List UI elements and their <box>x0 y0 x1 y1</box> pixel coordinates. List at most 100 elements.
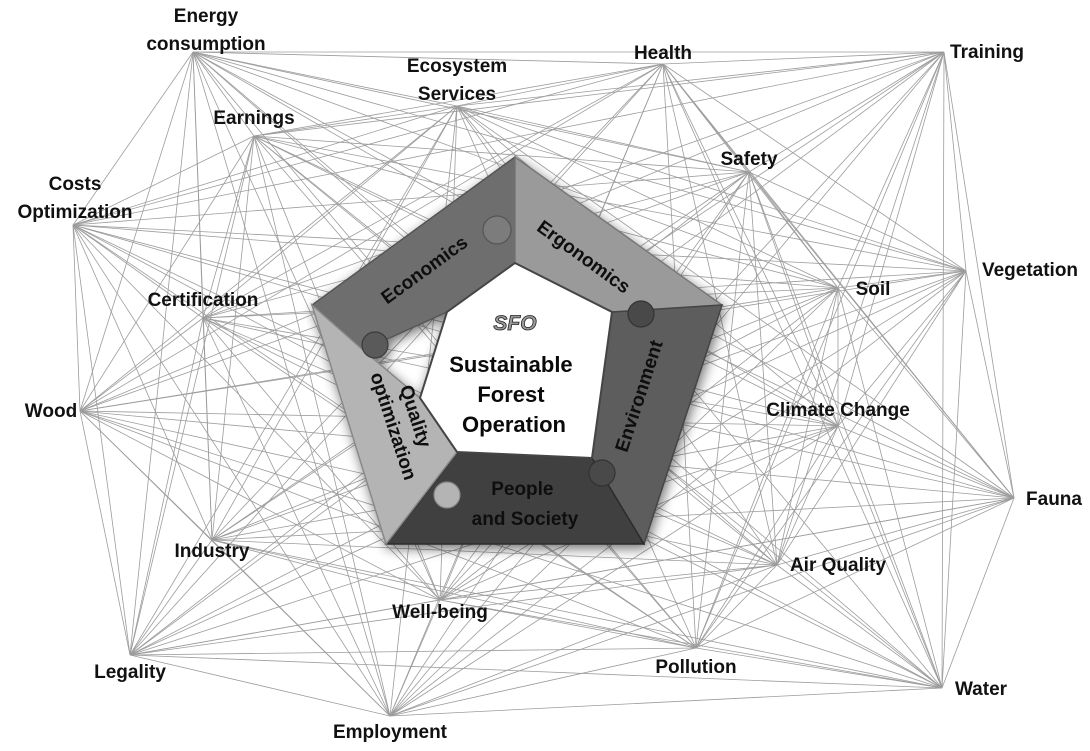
link-safety-water <box>748 171 943 689</box>
link-certification-industry <box>202 317 213 541</box>
link-vegetation-water <box>941 270 967 689</box>
link-industry-wellbeing <box>211 539 441 601</box>
segment-label-people: People and Society <box>472 479 579 530</box>
puzzle-knob-1 <box>482 215 512 245</box>
link-air-employment <box>389 564 778 717</box>
node-employment-line-0: Employment <box>333 722 448 743</box>
link-energy-ecosystem <box>192 51 458 107</box>
link-soil-fauna <box>837 287 1015 499</box>
link-vegetation-employment <box>389 270 967 717</box>
node-industry: Industry <box>175 541 250 562</box>
link-safety-soil <box>748 171 839 289</box>
link-safety-pollution <box>695 171 750 649</box>
link-safety-costs <box>72 171 750 226</box>
node-fauna-line-0: Fauna <box>1026 489 1082 510</box>
node-health: Health <box>634 43 692 64</box>
node-wood-line-0: Wood <box>25 401 77 422</box>
link-earnings-employment <box>253 135 391 717</box>
link-industry-water <box>211 539 943 689</box>
link-ecosystem-training <box>456 51 945 107</box>
node-water-line-0: Water <box>955 679 1008 700</box>
link-earnings-vegetation <box>253 135 967 272</box>
link-industry-legality <box>129 539 213 656</box>
link-training-vegetation <box>943 51 967 272</box>
link-climate-water <box>837 425 943 689</box>
link-pollution-employment <box>389 647 697 717</box>
link-ecosystem-wood <box>79 105 458 412</box>
link-training-fauna <box>943 51 1015 499</box>
link-costs-wood <box>72 224 81 412</box>
link-costs-certification <box>72 224 204 319</box>
node-earnings-line-0: Earnings <box>213 108 294 129</box>
node-training: Training <box>950 42 1024 63</box>
node-climate-line-0: Climate Change <box>766 400 910 421</box>
link-wellbeing-water <box>439 599 943 689</box>
node-ecosystem-line-0: Ecosystem <box>407 56 507 77</box>
link-earnings-certification <box>202 135 255 319</box>
node-vegetation: Vegetation <box>982 260 1078 281</box>
link-certification-employment <box>202 317 391 717</box>
link-costs-wellbeing <box>72 224 441 601</box>
link-training-certification <box>202 51 945 319</box>
node-water: Water <box>955 679 1008 700</box>
link-energy-earnings <box>192 51 255 137</box>
node-legality: Legality <box>94 662 166 683</box>
center-title: Sustainable Forest Operation <box>449 352 579 437</box>
link-health-earnings <box>253 63 664 137</box>
link-training-pollution <box>695 51 945 649</box>
node-pollution: Pollution <box>655 657 736 678</box>
link-safety-air <box>748 171 778 566</box>
node-wellbeing: Well-being <box>392 602 488 623</box>
link-ecosystem-safety <box>456 105 750 173</box>
link-ecosystem-legality <box>129 105 458 656</box>
node-vegetation-line-0: Vegetation <box>982 260 1078 281</box>
link-ecosystem-certification <box>202 105 458 319</box>
link-pollution-water <box>695 647 943 689</box>
link-wellbeing-legality <box>129 599 441 656</box>
link-industry-employment <box>211 539 391 717</box>
link-energy-safety <box>192 51 750 173</box>
link-certification-wood <box>79 317 204 412</box>
link-vegetation-soil <box>837 270 967 289</box>
link-industry-air <box>211 539 778 566</box>
link-wood-wellbeing <box>79 410 441 601</box>
node-safety-line-0: Safety <box>720 149 777 170</box>
link-costs-employment <box>72 224 391 717</box>
puzzle-knob-3 <box>588 459 616 487</box>
node-climate: Climate Change <box>766 400 910 421</box>
link-climate-pollution <box>695 425 839 649</box>
link-energy-health <box>192 51 664 65</box>
node-fauna: Fauna <box>1026 489 1082 510</box>
link-training-water <box>941 51 945 689</box>
center-abbreviation: SFO <box>493 312 536 335</box>
node-soil: Soil <box>856 279 891 300</box>
link-training-costs <box>72 51 945 226</box>
link-certification-wellbeing <box>202 317 441 601</box>
link-wellbeing-pollution <box>439 599 697 649</box>
node-energy-line-1: consumption <box>146 34 265 55</box>
link-vegetation-fauna <box>965 270 1015 499</box>
link-soil-water <box>837 287 943 689</box>
link-health-training <box>662 51 945 65</box>
link-legality-water <box>129 654 943 689</box>
link-air-water <box>776 564 943 689</box>
link-health-wood <box>79 63 664 412</box>
center-pentagon <box>418 261 614 460</box>
node-ecosystem-line-1: Services <box>418 84 496 105</box>
node-safety: Safety <box>720 149 777 170</box>
link-health-air <box>662 63 778 566</box>
node-costs-line-1: Optimization <box>17 202 132 223</box>
node-training-line-0: Training <box>950 42 1024 63</box>
link-costs-legality <box>72 224 131 656</box>
link-soil-pollution <box>695 287 839 649</box>
node-costs-line-0: Costs <box>49 174 102 195</box>
link-certification-legality <box>129 317 204 656</box>
segment-quality <box>310 302 458 546</box>
node-air: Air Quality <box>790 555 887 576</box>
link-safety-climate <box>748 171 839 427</box>
link-fauna-water <box>941 497 1015 689</box>
node-pollution-line-0: Pollution <box>655 657 736 678</box>
